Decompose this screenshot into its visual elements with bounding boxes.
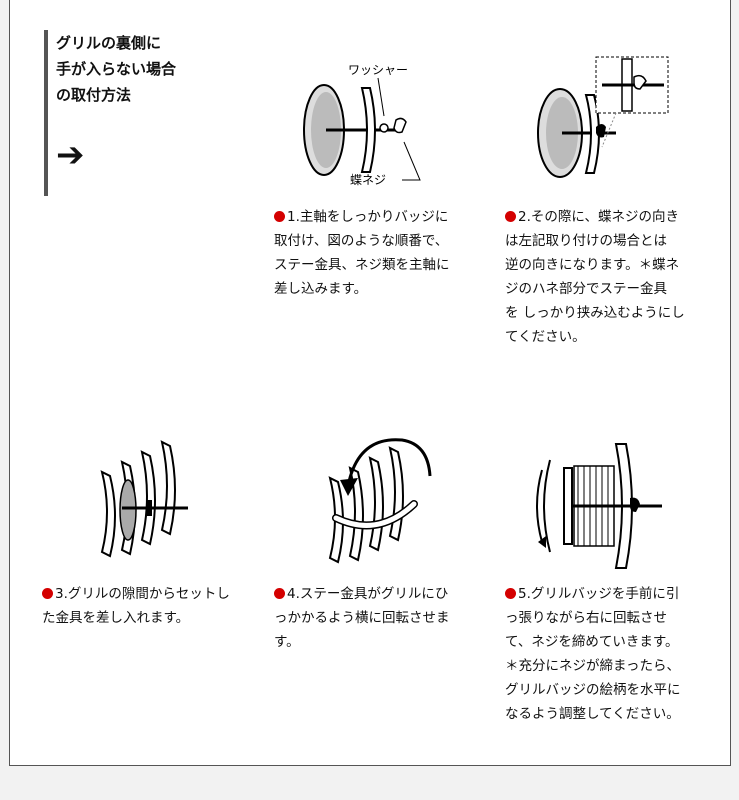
section-heading: グリルの裏側に 手が入らない場合 の取付方法 [44,30,176,196]
red-bullet-icon [42,588,53,599]
step-5-line-4: ＊充分にネジが締まったら、 [505,658,680,674]
step-1-line-4: 差し込みます。 [274,281,368,297]
step-3-line-1: 3.グリルの隙間からセットし [55,586,230,602]
step-1-line-3: ステー金具、ネジ類を主軸に [274,257,450,273]
red-bullet-icon [274,588,285,599]
step-5-line-5: グリルバッジの絵柄を水平に [505,682,681,698]
step-5-line-1: 5.グリルバッジを手前に引 [518,586,680,602]
figure-5-tightening [536,443,662,569]
step-3-caption: 3.グリルの隙間からセットし た金具を差し入れます。 [42,582,230,630]
heading-line-2: 手が入らない場合 [56,60,177,78]
figure-1-assembly: ワッシャー 蝶ネジ [303,63,421,187]
step-5-line-6: なるよう調整してください。 [505,706,680,722]
right-arrow-icon: ➔ [56,135,85,175]
red-bullet-icon [505,211,516,222]
red-bullet-icon [274,211,285,222]
step-1-line-1: 1.主軸をしっかりバッジに [287,209,449,225]
figure-4-rotation [328,438,432,564]
heading-line-1: グリルの裏側に [56,34,162,52]
step-4-line-2: っかかるよう横に回転させま [274,610,450,626]
step-2-caption: 2.その際に、蝶ネジの向き は左記取り付けの場合とは 逆の向きになります。＊蝶ネ… [505,205,685,349]
red-bullet-icon [505,588,516,599]
washer-label: ワッシャー [348,63,408,77]
heading-line-3: の取付方法 [56,86,132,104]
step-4-caption: 4.ステー金具がグリルにひ っかかるよう横に回転させま す。 [274,582,450,654]
figure-3-grille [100,440,188,558]
step-5-line-2: っ張りながら右に回転させ [505,610,667,626]
wingnut-label: 蝶ネジ [350,172,386,187]
step-3-line-2: た金具を差し入れます。 [42,610,190,626]
step-4-line-3: す。 [274,634,300,650]
step-1-line-2: 取付け、図のような順番で、 [274,233,449,249]
step-2-line-4: ジのハネ部分でステー金具 [505,281,667,297]
step-2-line-3: 逆の向きになります。＊蝶ネ [505,257,680,273]
step-4-line-1: 4.ステー金具がグリルにひ [287,586,449,602]
step-1-caption: 1.主軸をしっかりバッジに 取付け、図のような順番で、 ステー金具、ネジ類を主軸… [274,205,450,301]
step-5-caption: 5.グリルバッジを手前に引 っ張りながら右に回転させ て、ネジを締めていきます。… [505,582,681,726]
step-2-line-1: 2.その際に、蝶ネジの向き [518,209,679,225]
step-2-line-2: は左記取り付けの場合とは [505,233,667,249]
step-2-line-6: てください。 [505,329,586,345]
step-2-line-5: を しっかり挟み込むようにし [505,305,685,321]
step-5-line-3: て、ネジを締めていきます。 [505,634,679,650]
figure-2-assembly [537,56,669,178]
